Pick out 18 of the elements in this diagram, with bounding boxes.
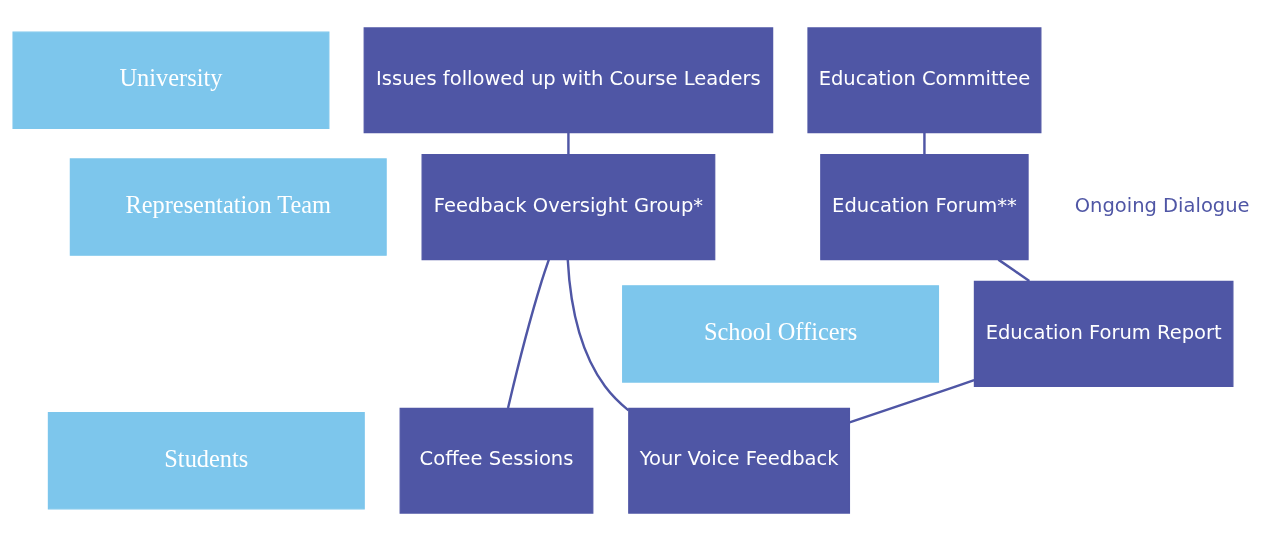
connector — [506, 259, 550, 409]
label: Ongoing Dialogue — [1074, 193, 1250, 217]
node-box: University — [12, 31, 330, 130]
node-box: Students — [47, 411, 365, 510]
node-box: School Officers — [622, 285, 940, 383]
node-box: Education Forum Report — [973, 280, 1234, 387]
node-box: Education Forum** — [820, 154, 1029, 261]
node-box: Education Committee — [807, 27, 1042, 134]
connector — [923, 132, 926, 155]
connector — [849, 379, 975, 424]
node-box: Your Voice Feedback — [628, 407, 851, 514]
node-box: Feedback Oversight Group* — [421, 154, 716, 261]
node-box: Coffee Sessions — [399, 407, 594, 514]
node-box: Issues followed up with Course Leaders — [363, 27, 774, 134]
connector — [567, 132, 570, 155]
connector — [566, 259, 630, 412]
connector — [997, 258, 1030, 283]
node-box: Representation Team — [69, 158, 387, 256]
